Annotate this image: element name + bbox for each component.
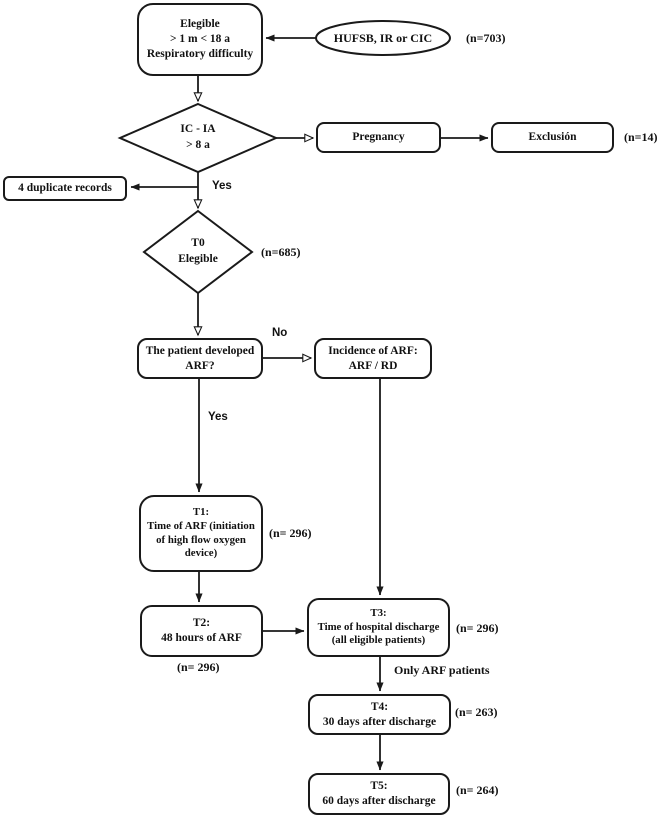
count-t1: (n= 296): [269, 526, 312, 540]
node-t4: T4: 30 days after discharge: [308, 694, 451, 735]
age-decision-label: IC - IA > 8 a: [180, 123, 216, 151]
count-t0: (n=685): [261, 245, 301, 259]
t0-decision-diamond: [142, 209, 254, 295]
edge-label-only-arf: Only ARF patients: [394, 663, 490, 677]
count-t4: (n= 263): [455, 705, 498, 719]
node-eligible: Elegible > 1 m < 18 a Respiratory diffic…: [137, 3, 263, 76]
node-exclusion: Exclusión: [491, 122, 614, 153]
node-t1: T1: Time of ARF (initiation of high flow…: [139, 495, 263, 572]
node-pregnancy: Pregnancy: [316, 122, 441, 153]
age-decision-diamond: [117, 102, 279, 174]
count-exclusion: (n=14): [624, 130, 658, 144]
node-t3: T3: Time of hospital discharge (all elig…: [307, 598, 450, 657]
node-t5: T5: 60 days after discharge: [308, 773, 450, 815]
source-ellipse: [315, 20, 451, 56]
count-t2: (n= 296): [177, 660, 220, 674]
edge-label-yes-arf: Yes: [208, 411, 228, 423]
edge-label-no: No: [272, 327, 288, 339]
node-arf-question: The patient developed ARF?: [137, 338, 263, 379]
node-duplicates: 4 duplicate records: [3, 176, 127, 201]
node-incidence: Incidence of ARF: ARF / RD: [314, 338, 432, 379]
t0-decision-label: T0 Elegible: [178, 237, 218, 265]
count-t3: (n= 296): [456, 621, 499, 635]
count-t5: (n= 264): [456, 783, 499, 797]
edge-label-yes-duplicates: Yes: [212, 180, 232, 192]
node-t2: T2: 48 hours of ARF: [140, 605, 263, 657]
source-ellipse-label: HUFSB, IR or CIC: [333, 30, 433, 45]
count-source: (n=703): [466, 31, 506, 45]
